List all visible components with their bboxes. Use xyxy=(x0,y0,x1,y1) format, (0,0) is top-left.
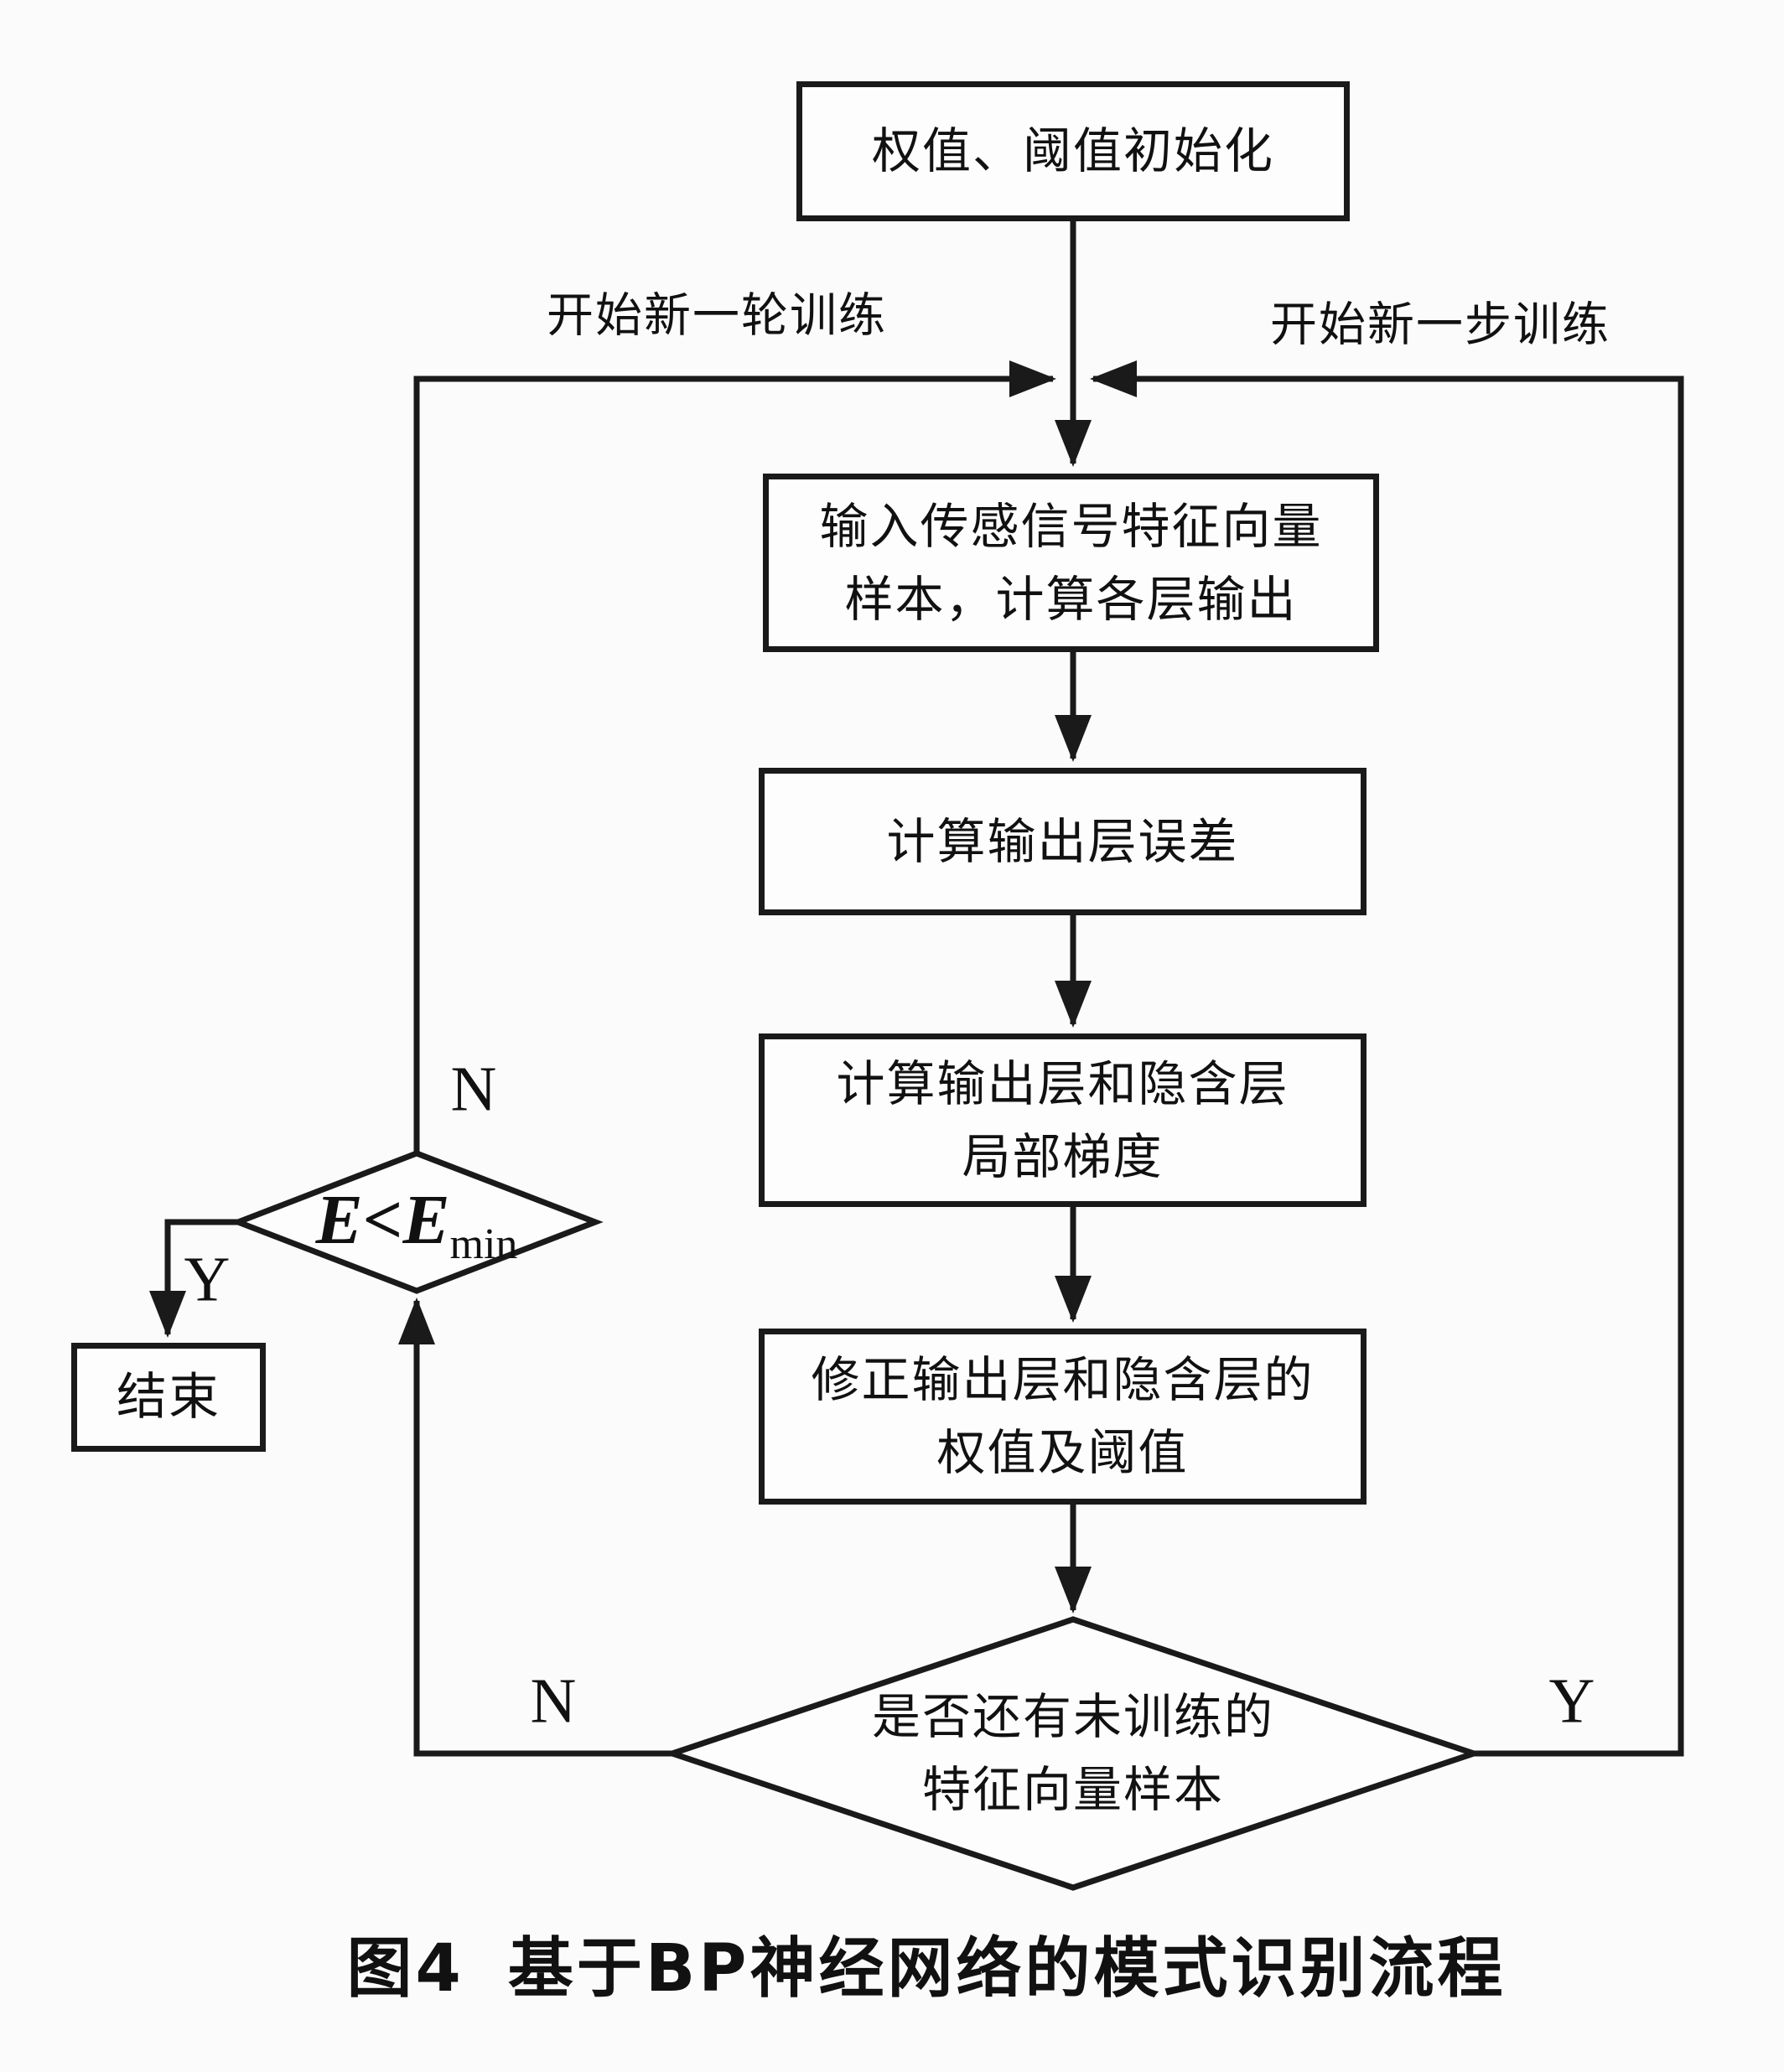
node-gradient: 计算输出层和隐含层 局部梯度 xyxy=(759,1033,1367,1207)
label-new-step: 开始新一步训练 xyxy=(1270,298,1610,353)
emin-check-label: E<Emin xyxy=(277,1172,557,1272)
node-gradient-label: 计算输出层和隐含层 局部梯度 xyxy=(836,1054,1289,1185)
figure-caption-text: 基于BP神经网络的模式识别流程 xyxy=(507,1931,1507,2007)
emin-expression: E<E xyxy=(315,1180,450,1259)
node-update-label: 修正输出层和隐含层的 权值及阈值 xyxy=(811,1351,1315,1481)
diamond-emin-check xyxy=(230,1150,604,1294)
node-end-label: 结束 xyxy=(117,1368,220,1427)
node-input: 输入传感信号特征向量 样本，计算各层输出 xyxy=(763,474,1379,652)
node-input-label: 输入传感信号特征向量 样本，计算各层输出 xyxy=(819,497,1323,628)
label-emin-no: N xyxy=(450,1054,497,1125)
edge-emin-yes-to-end xyxy=(149,1219,238,1338)
label-emin-yes: Y xyxy=(184,1244,231,1315)
label-new-round: 开始新一轮训练 xyxy=(547,288,887,344)
node-update: 修正输出层和隐含层的 权值及阈值 xyxy=(759,1329,1367,1505)
figure-caption-number: 图4 xyxy=(346,1931,464,2007)
figure-caption: 图4 基于BP神经网络的模式识别流程 xyxy=(347,1916,1507,2010)
sample-check-label: 是否还有未训练的 特征向量样本 xyxy=(871,1688,1274,1818)
edge-new-round-loop xyxy=(413,360,1056,1153)
edge-sample-no-to-emin xyxy=(398,1298,672,1757)
diamond-sample-check xyxy=(662,1616,1484,1891)
node-init: 权值、阈值初始化 xyxy=(796,81,1350,221)
node-error-label: 计算输出层误差 xyxy=(886,812,1239,870)
label-sample-yes: Y xyxy=(1548,1665,1595,1737)
node-error: 计算输出层误差 xyxy=(759,768,1367,915)
node-init-label: 权值、阈值初始化 xyxy=(871,122,1274,179)
label-sample-no: N xyxy=(530,1665,577,1737)
edge-new-step-loop xyxy=(1090,360,1684,1757)
emin-subscript: min xyxy=(449,1220,518,1268)
node-end: 结束 xyxy=(71,1343,266,1452)
